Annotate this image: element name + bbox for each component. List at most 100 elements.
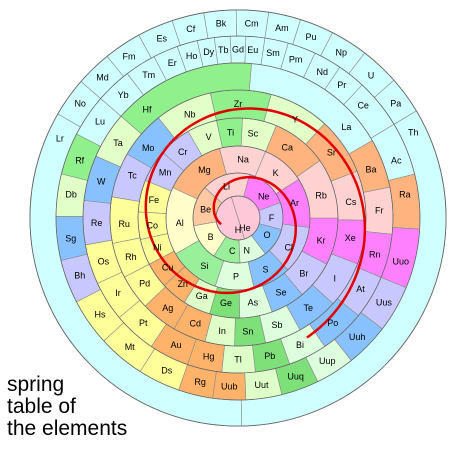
element-label-he: He [239,223,251,233]
element-label-sc: Sc [248,128,259,138]
element-label-cr: Cr [178,147,188,157]
element-label-si: Si [200,261,208,271]
element-label-md: Md [96,73,109,83]
element-label-pd: Pd [139,278,150,288]
element-label-at: At [356,284,365,294]
element-label-bi: Bi [296,340,304,350]
element-label-ta: Ta [113,138,123,148]
element-label-ag: Ag [162,303,173,313]
element-label-ds: Ds [161,366,172,376]
element-label-xe: Xe [345,233,356,243]
element-label-es: Es [157,34,168,44]
element-label-na: Na [237,155,249,165]
element-label-br: Br [299,268,308,278]
element-label-au: Au [170,340,181,350]
element-label-lr: Lr [56,134,64,144]
element-label-uut: Uut [254,380,269,390]
element-label-in: In [218,326,226,336]
element-label-ca: Ca [282,143,294,153]
element-label-uub: Uub [221,381,238,391]
element-label-yb: Yb [118,90,129,100]
element-label-mt: Mt [125,342,135,352]
element-label-sn: Sn [242,327,253,337]
element-label-te: Te [303,303,313,313]
element-label-kr: Kr [317,235,326,245]
element-label-ni: Ni [153,242,162,252]
element-label-gd: Gd [232,45,244,55]
element-label-nb: Nb [184,110,196,120]
element-label-cl: Cl [284,242,293,252]
element-label-uus: Uus [376,297,393,307]
element-label-w: W [97,176,106,186]
element-label-uuh: Uuh [349,332,366,342]
element-label-nd: Nd [317,67,329,77]
element-label-se: Se [275,288,286,298]
element-label-ce: Ce [357,100,369,110]
element-label-sb: Sb [271,320,282,330]
element-label-pm: Pm [289,55,303,65]
element-label-h: H [235,225,242,235]
element-label-li: Li [223,182,230,192]
element-label-tl: Tl [234,355,242,365]
element-label-tm: Tm [142,70,155,80]
element-label-fm: Fm [123,51,136,61]
element-label-as: As [248,298,259,308]
element-label-rf: Rf [75,155,84,165]
element-label-ga: Ga [196,291,208,301]
element-label-fe: Fe [149,195,160,205]
ring-line-1 [192,172,284,264]
element-label-lu: Lu [95,116,105,126]
element-label-la: La [341,122,351,132]
element-label-er: Er [168,58,177,68]
element-label-o: O [263,230,270,240]
diagram-caption: spring table of the elements [7,373,128,440]
element-label-hs: Hs [95,310,106,320]
element-label-s: S [262,265,268,275]
element-label-n: N [243,245,250,255]
element-label-mo: Mo [142,143,155,153]
element-label-i: I [333,273,336,283]
ring-line-5 [82,62,394,374]
element-label-dy: Dy [203,47,214,57]
element-label-rg: Rg [194,377,206,387]
element-label-u: U [368,70,375,80]
element-label-eu: Eu [247,45,258,55]
element-label-ra: Ra [399,190,411,200]
element-label-np: Np [336,48,348,58]
element-label-ac: Ac [391,155,402,165]
element-label-po: Po [327,318,338,328]
element-label-uuq: Uuq [287,371,304,381]
element-label-th: Th [408,128,419,138]
element-label-zn: Zn [177,279,188,289]
element-label-p: P [233,272,239,282]
element-label-mg: Mg [198,165,211,175]
element-label-sg: Sg [65,234,76,244]
element-label-al: Al [176,218,184,228]
element-label-cm: Cm [245,19,259,29]
element-label-cs: Cs [345,197,356,207]
ring-line-3 [137,117,339,319]
element-label-db: Db [65,190,77,200]
element-label-ir: Ir [115,288,121,298]
element-label-no: No [74,98,86,108]
element-label-ti: Ti [227,127,234,137]
element-label-bh: Bh [74,271,85,281]
element-label-y: Y [292,114,298,124]
element-label-rb: Rb [315,191,327,201]
element-label-ho: Ho [186,51,198,61]
element-label-hg: Hg [203,351,215,361]
element-label-fr: Fr [375,206,384,216]
element-label-c: C [229,246,236,256]
element-label-ba: Ba [365,165,376,175]
ring-lines [29,9,447,427]
element-label-am: Am [275,23,289,33]
element-label-hf: Hf [143,105,152,115]
element-label-be: Be [200,204,211,214]
element-label-pa: Pa [390,98,401,108]
element-label-tc: Tc [128,170,138,180]
ring-line-4 [109,89,367,347]
element-label-uup: Uup [319,356,336,366]
element-label-uuo: Uuo [393,257,410,267]
